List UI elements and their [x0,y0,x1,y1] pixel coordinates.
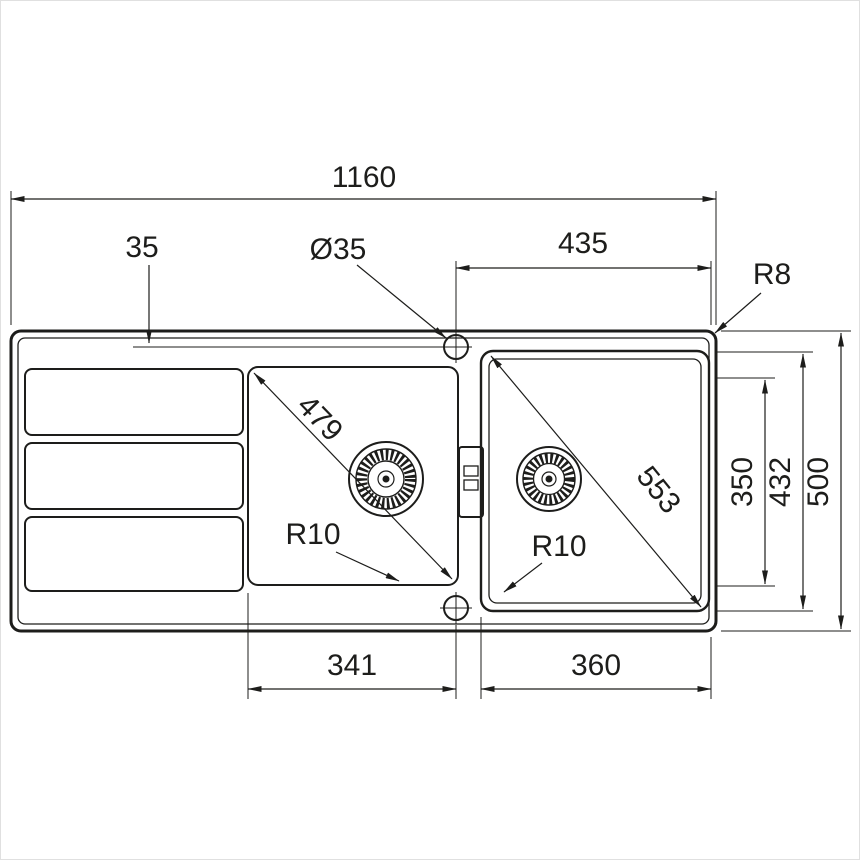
leader-line [335,551,400,582]
bowl-outer-edge [479,349,711,613]
dim-hole-diameter: Ø35 [310,233,447,339]
drain-strainer-middle [348,441,424,517]
dim-bowl-radius: R10 [503,530,587,593]
dimension-line [253,372,453,580]
drainboard-groove [24,516,244,592]
dim-bowl-depth-label: 432 [764,457,797,507]
dim-hole-offset-label: 35 [125,231,158,264]
leader-line [503,562,543,593]
dim-drainer-radius-label: R10 [285,518,340,551]
leader-line [356,264,447,339]
dim-bowl-width: 360 [480,617,712,699]
dim-bowl-width-label: 360 [571,649,621,682]
dim-overall-depth: 500 [721,330,851,632]
dim-hole-to-edge-label: 435 [558,227,608,260]
dim-drainer-width: 341 [247,593,457,699]
drainboard-grooves [24,368,244,592]
dim-overall-depth-label: 500 [802,457,835,507]
overflow-slot [463,465,479,477]
drain-strainer-bowl [516,446,582,512]
dim-outer-radius-label: R8 [753,258,791,291]
dim-hole-to-edge: 435 [455,227,712,332]
dim-overall-width: 1160 [10,161,717,325]
dim-drainer-width-label: 341 [327,649,377,682]
sink-outer-edge [9,329,718,633]
drainboard-groove [24,368,244,436]
dim-bowl-radius-label: R10 [531,530,586,563]
dim-outer-radius: R8 [714,258,791,334]
dim-drainer-radius: R10 [285,518,400,582]
dim-drainer-diagonal-label: 479 [291,389,350,448]
overflow-connector [458,446,484,518]
dimension-line [490,355,702,608]
strainer-center-dot [545,475,553,483]
leader-line [714,292,762,334]
dim-overall-width-label: 1160 [332,161,397,194]
strainer-center-dot [382,475,390,483]
tap-hole-top [440,331,472,363]
tap-hole-bottom [440,592,472,624]
dim-hole-diameter-label: Ø35 [310,233,367,266]
dim-inner-depth-label: 350 [726,457,759,507]
drainboard-groove [24,442,244,510]
dim-inner-depth: 350 [717,377,775,587]
overflow-slot [463,479,479,491]
dim-hole-offset: 35 [125,231,159,344]
dim-bowl-diagonal-label: 553 [630,460,687,520]
sink-inner-edge [17,337,710,625]
overflow-body [458,446,484,518]
dim-bowl-depth: 432 [717,351,813,612]
